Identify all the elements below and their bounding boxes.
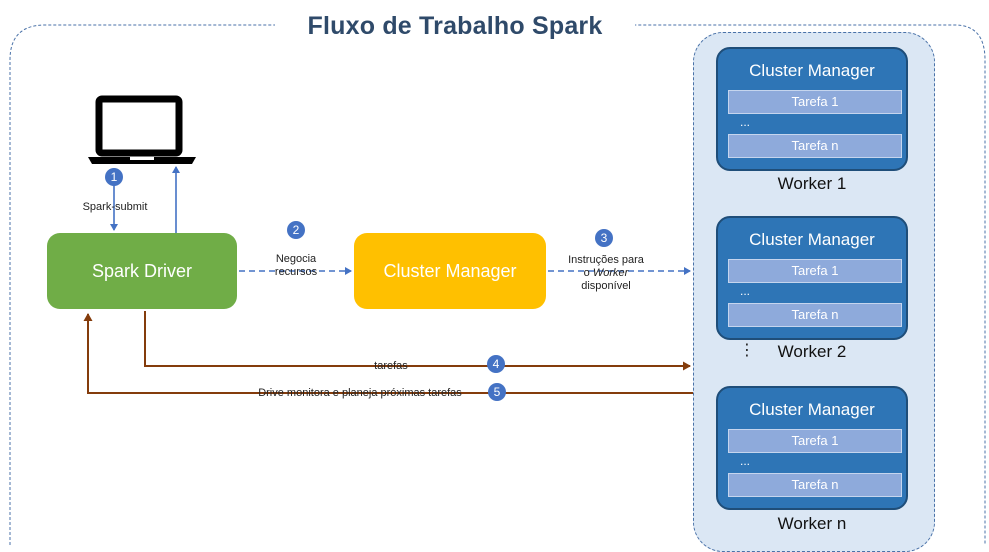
step-4-badge: 4 <box>487 355 505 373</box>
worker-1-label: Worker 1 <box>777 174 847 193</box>
step-3-label: Instruções para o Worker disponível <box>560 254 652 293</box>
worker-1-manager-title: Cluster Manager <box>749 61 875 80</box>
worker-1-task-first: Tarefa 1 <box>728 90 902 114</box>
worker-n-cluster-manager: Cluster Manager Tarefa 1 ... Tarefa n <box>716 386 908 510</box>
step-2-label: Negocia recursos <box>256 253 336 279</box>
step-1-label: Spark-submit <box>82 201 148 213</box>
worker-n-label: Worker n <box>777 514 847 533</box>
worker-1-task-ellipsis: ... <box>740 115 751 129</box>
worker-2-label: Worker 2 <box>777 342 847 361</box>
central-cluster-manager-label: Cluster Manager <box>383 260 517 281</box>
central-cluster-manager-box: Cluster Manager <box>354 233 546 309</box>
step-3-label-prefix: o <box>583 267 593 279</box>
step-2-badge: 2 <box>287 221 305 239</box>
worker-2-manager-title: Cluster Manager <box>749 230 875 249</box>
worker-1-task-last: Tarefa n <box>728 134 902 158</box>
monitor-arrow <box>83 313 693 394</box>
worker-n-task-ellipsis: ... <box>740 454 751 468</box>
worker-2-task-last: Tarefa n <box>728 303 902 327</box>
workers-vertical-ellipsis: ⋮ <box>739 343 755 359</box>
step-3-label-line1: Instruções para <box>568 254 644 266</box>
step-5-label: Drive monitora e planeja próximas tarefa… <box>258 387 462 399</box>
spark-driver-label: Spark Driver <box>91 260 193 281</box>
step-5-badge: 5 <box>488 383 506 401</box>
tasks-arrow <box>144 311 691 371</box>
laptop-icon <box>88 95 196 164</box>
worker-n-task-last: Tarefa n <box>728 473 902 497</box>
worker-2-cluster-manager: Cluster Manager Tarefa 1 ... Tarefa n <box>716 216 908 340</box>
step-3-label-worker: Worker <box>592 267 629 279</box>
spark-driver-box: Spark Driver <box>47 233 237 309</box>
diagram-title: Fluxo de Trabalho Spark <box>275 8 635 44</box>
step-3-label-line3: disponível <box>581 280 631 292</box>
step-3-badge: 3 <box>595 229 613 247</box>
step-2-label-line2: recursos <box>274 266 318 278</box>
step-3-label-line2: o Worker <box>560 267 652 280</box>
worker-2-task-ellipsis: ... <box>740 284 751 298</box>
worker-1-cluster-manager: Cluster Manager Tarefa 1 ... Tarefa n <box>716 47 908 171</box>
worker-n-task-first: Tarefa 1 <box>728 429 902 453</box>
step-2-label-line1: Negocia <box>275 253 317 265</box>
worker-2-task-first: Tarefa 1 <box>728 259 902 283</box>
step-4-label: tarefas <box>374 360 408 372</box>
step-1-badge: 1 <box>105 168 123 186</box>
worker-n-manager-title: Cluster Manager <box>749 400 875 419</box>
